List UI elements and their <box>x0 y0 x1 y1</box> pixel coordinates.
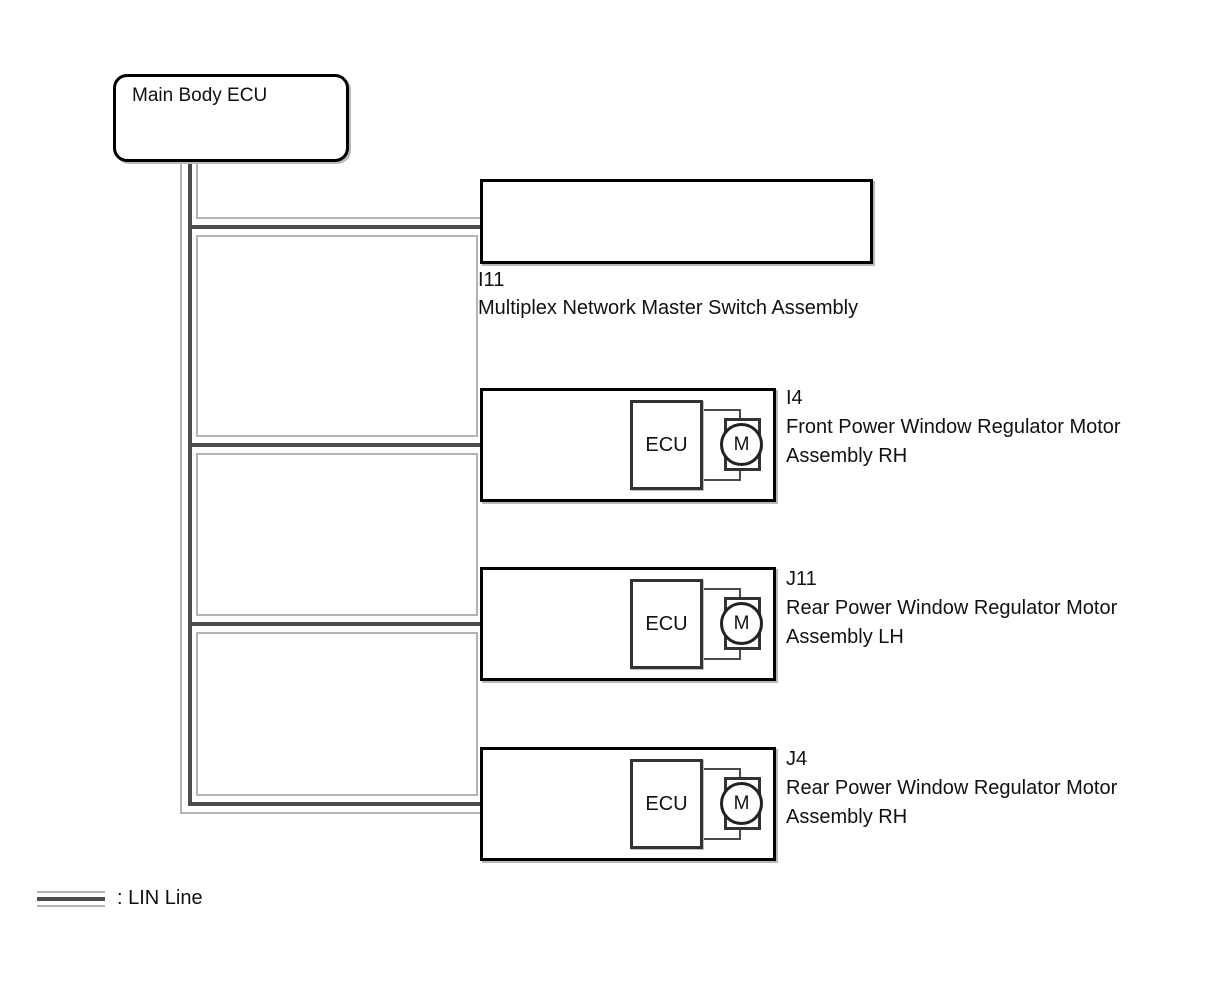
motor-wire-top-drop <box>739 768 741 780</box>
component-label-i4: I4 Front Power Window Regulator Motor As… <box>786 384 1121 471</box>
ecu-box: ECU <box>630 579 703 669</box>
lin-outline-left <box>180 160 182 814</box>
lin-branch-line-i4 <box>188 443 480 447</box>
component-id: I4 <box>786 387 803 409</box>
main-body-ecu-box: Main Body ECU <box>113 74 349 162</box>
motor-wire-bottom <box>700 658 741 660</box>
lin-outline-rect-3 <box>196 632 478 796</box>
lin-outline-rect-1 <box>196 235 478 437</box>
motor-icon: M <box>720 423 763 466</box>
lin-outline-branch1-top <box>196 217 480 219</box>
motor-wire-top-drop <box>739 409 741 421</box>
lin-branch-line-i11 <box>188 225 480 229</box>
component-id: J11 <box>786 568 817 590</box>
component-name-line: Assembly LH <box>786 626 904 648</box>
motor-wire-top <box>700 768 741 770</box>
component-id: I11 <box>478 269 505 291</box>
motor-wire-top-drop <box>739 588 741 600</box>
lin-branch-line-j4 <box>188 802 480 806</box>
motor-icon: M <box>720 782 763 825</box>
motor-wire-top <box>700 409 741 411</box>
component-box-i4: ECU M <box>480 388 776 502</box>
component-name-line: Rear Power Window Regulator Motor <box>786 597 1118 619</box>
component-box-i11 <box>480 179 873 264</box>
component-label-j11: J11 Rear Power Window Regulator Motor As… <box>786 565 1117 652</box>
main-body-ecu-label: Main Body ECU <box>132 85 268 106</box>
component-name-line: Front Power Window Regulator Motor <box>786 416 1121 438</box>
legend-label: : LIN Line <box>117 887 203 909</box>
legend-lin-line-sample-bottom <box>37 905 105 907</box>
ecu-label: ECU <box>645 612 688 635</box>
component-name-line: Rear Power Window Regulator Motor <box>786 777 1118 799</box>
motor-wire-bottom <box>700 479 741 481</box>
motor-label: M <box>733 612 750 634</box>
motor-wire-bottom-rise <box>739 828 741 840</box>
component-name-line: Assembly RH <box>786 806 908 828</box>
component-id: J4 <box>786 748 808 770</box>
ecu-box: ECU <box>630 400 703 490</box>
component-name-line: Assembly RH <box>786 445 908 467</box>
legend-lin-line-sample-top <box>37 891 105 893</box>
motor-label: M <box>733 433 750 455</box>
lin-outline-bottom <box>180 812 480 814</box>
motor-wire-top <box>700 588 741 590</box>
legend-lin-line-sample-mid <box>37 897 105 901</box>
motor-wire-bottom-rise <box>739 648 741 660</box>
component-box-j4: ECU M <box>480 747 776 861</box>
lin-outline-inner-top <box>196 160 198 219</box>
lin-branch-line-j11 <box>188 622 480 626</box>
motor-wire-bottom <box>700 838 741 840</box>
ecu-label: ECU <box>645 433 688 456</box>
lin-outline-rect-2 <box>196 453 478 616</box>
motor-wire-bottom-rise <box>739 469 741 481</box>
component-box-j11: ECU M <box>480 567 776 681</box>
component-name-line: Multiplex Network Master Switch Assembly <box>478 297 859 319</box>
motor-icon: M <box>720 602 763 645</box>
component-label-i11: I11 Multiplex Network Master Switch Asse… <box>478 266 858 322</box>
ecu-label: ECU <box>645 792 688 815</box>
component-label-j4: J4 Rear Power Window Regulator Motor Ass… <box>786 745 1117 832</box>
motor-label: M <box>733 792 750 814</box>
lin-trunk-line <box>188 160 192 806</box>
ecu-box: ECU <box>630 759 703 849</box>
